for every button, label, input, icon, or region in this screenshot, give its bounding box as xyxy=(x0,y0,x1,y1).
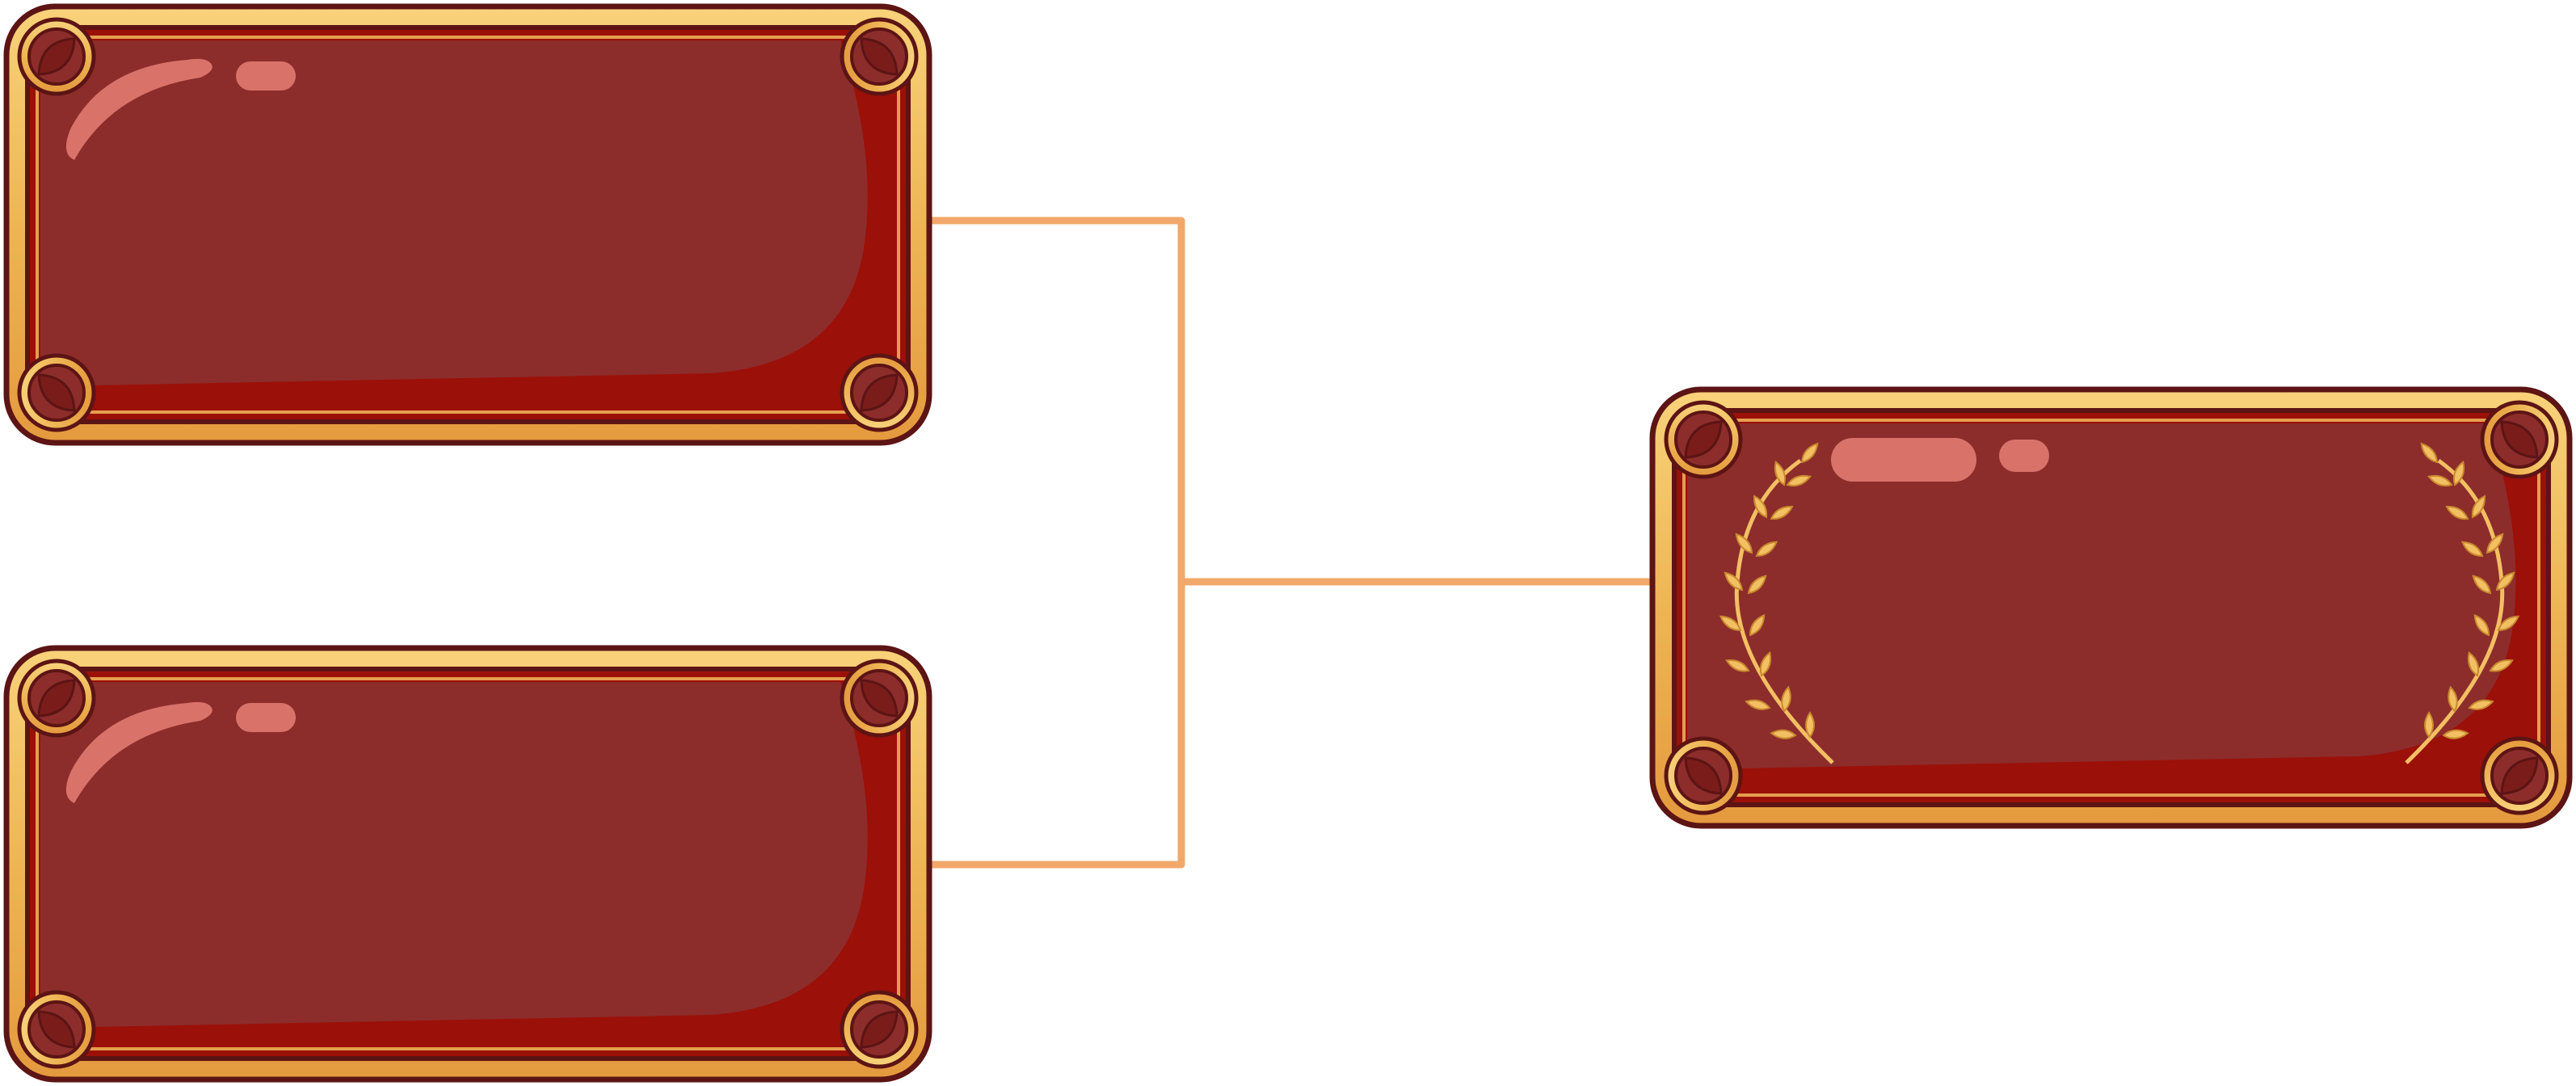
gloss-dot xyxy=(236,61,296,90)
gloss-highlight xyxy=(1831,438,1976,482)
match-slot-semifinal-2[interactable] xyxy=(3,645,932,1083)
corner-ornament-icon xyxy=(19,356,94,430)
match-slot-semifinal-1[interactable] xyxy=(3,3,932,446)
corner-ornament-icon xyxy=(19,992,94,1067)
corner-ornament-icon xyxy=(2482,739,2557,813)
bracket-connector xyxy=(929,217,1652,869)
corner-ornament-icon xyxy=(842,19,916,94)
corner-ornament-icon xyxy=(842,992,916,1067)
gloss-highlight xyxy=(65,58,213,160)
corner-ornament-icon xyxy=(2482,402,2557,477)
corner-ornament-icon xyxy=(842,661,916,735)
laurel-wreath-icon xyxy=(1717,440,1834,764)
match-slot-final[interactable] xyxy=(1649,386,2573,829)
connector-top xyxy=(929,217,1185,869)
gloss-dot xyxy=(236,703,296,732)
gloss-highlight xyxy=(65,701,213,803)
corner-ornament-icon xyxy=(1666,402,1740,477)
corner-ornament-icon xyxy=(1666,739,1740,813)
corner-ornament-icon xyxy=(842,356,916,430)
gloss-dot xyxy=(1999,440,2049,472)
corner-ornament-icon xyxy=(19,661,94,735)
laurel-wreath-icon xyxy=(2405,440,2522,764)
corner-ornament-icon xyxy=(19,19,94,94)
